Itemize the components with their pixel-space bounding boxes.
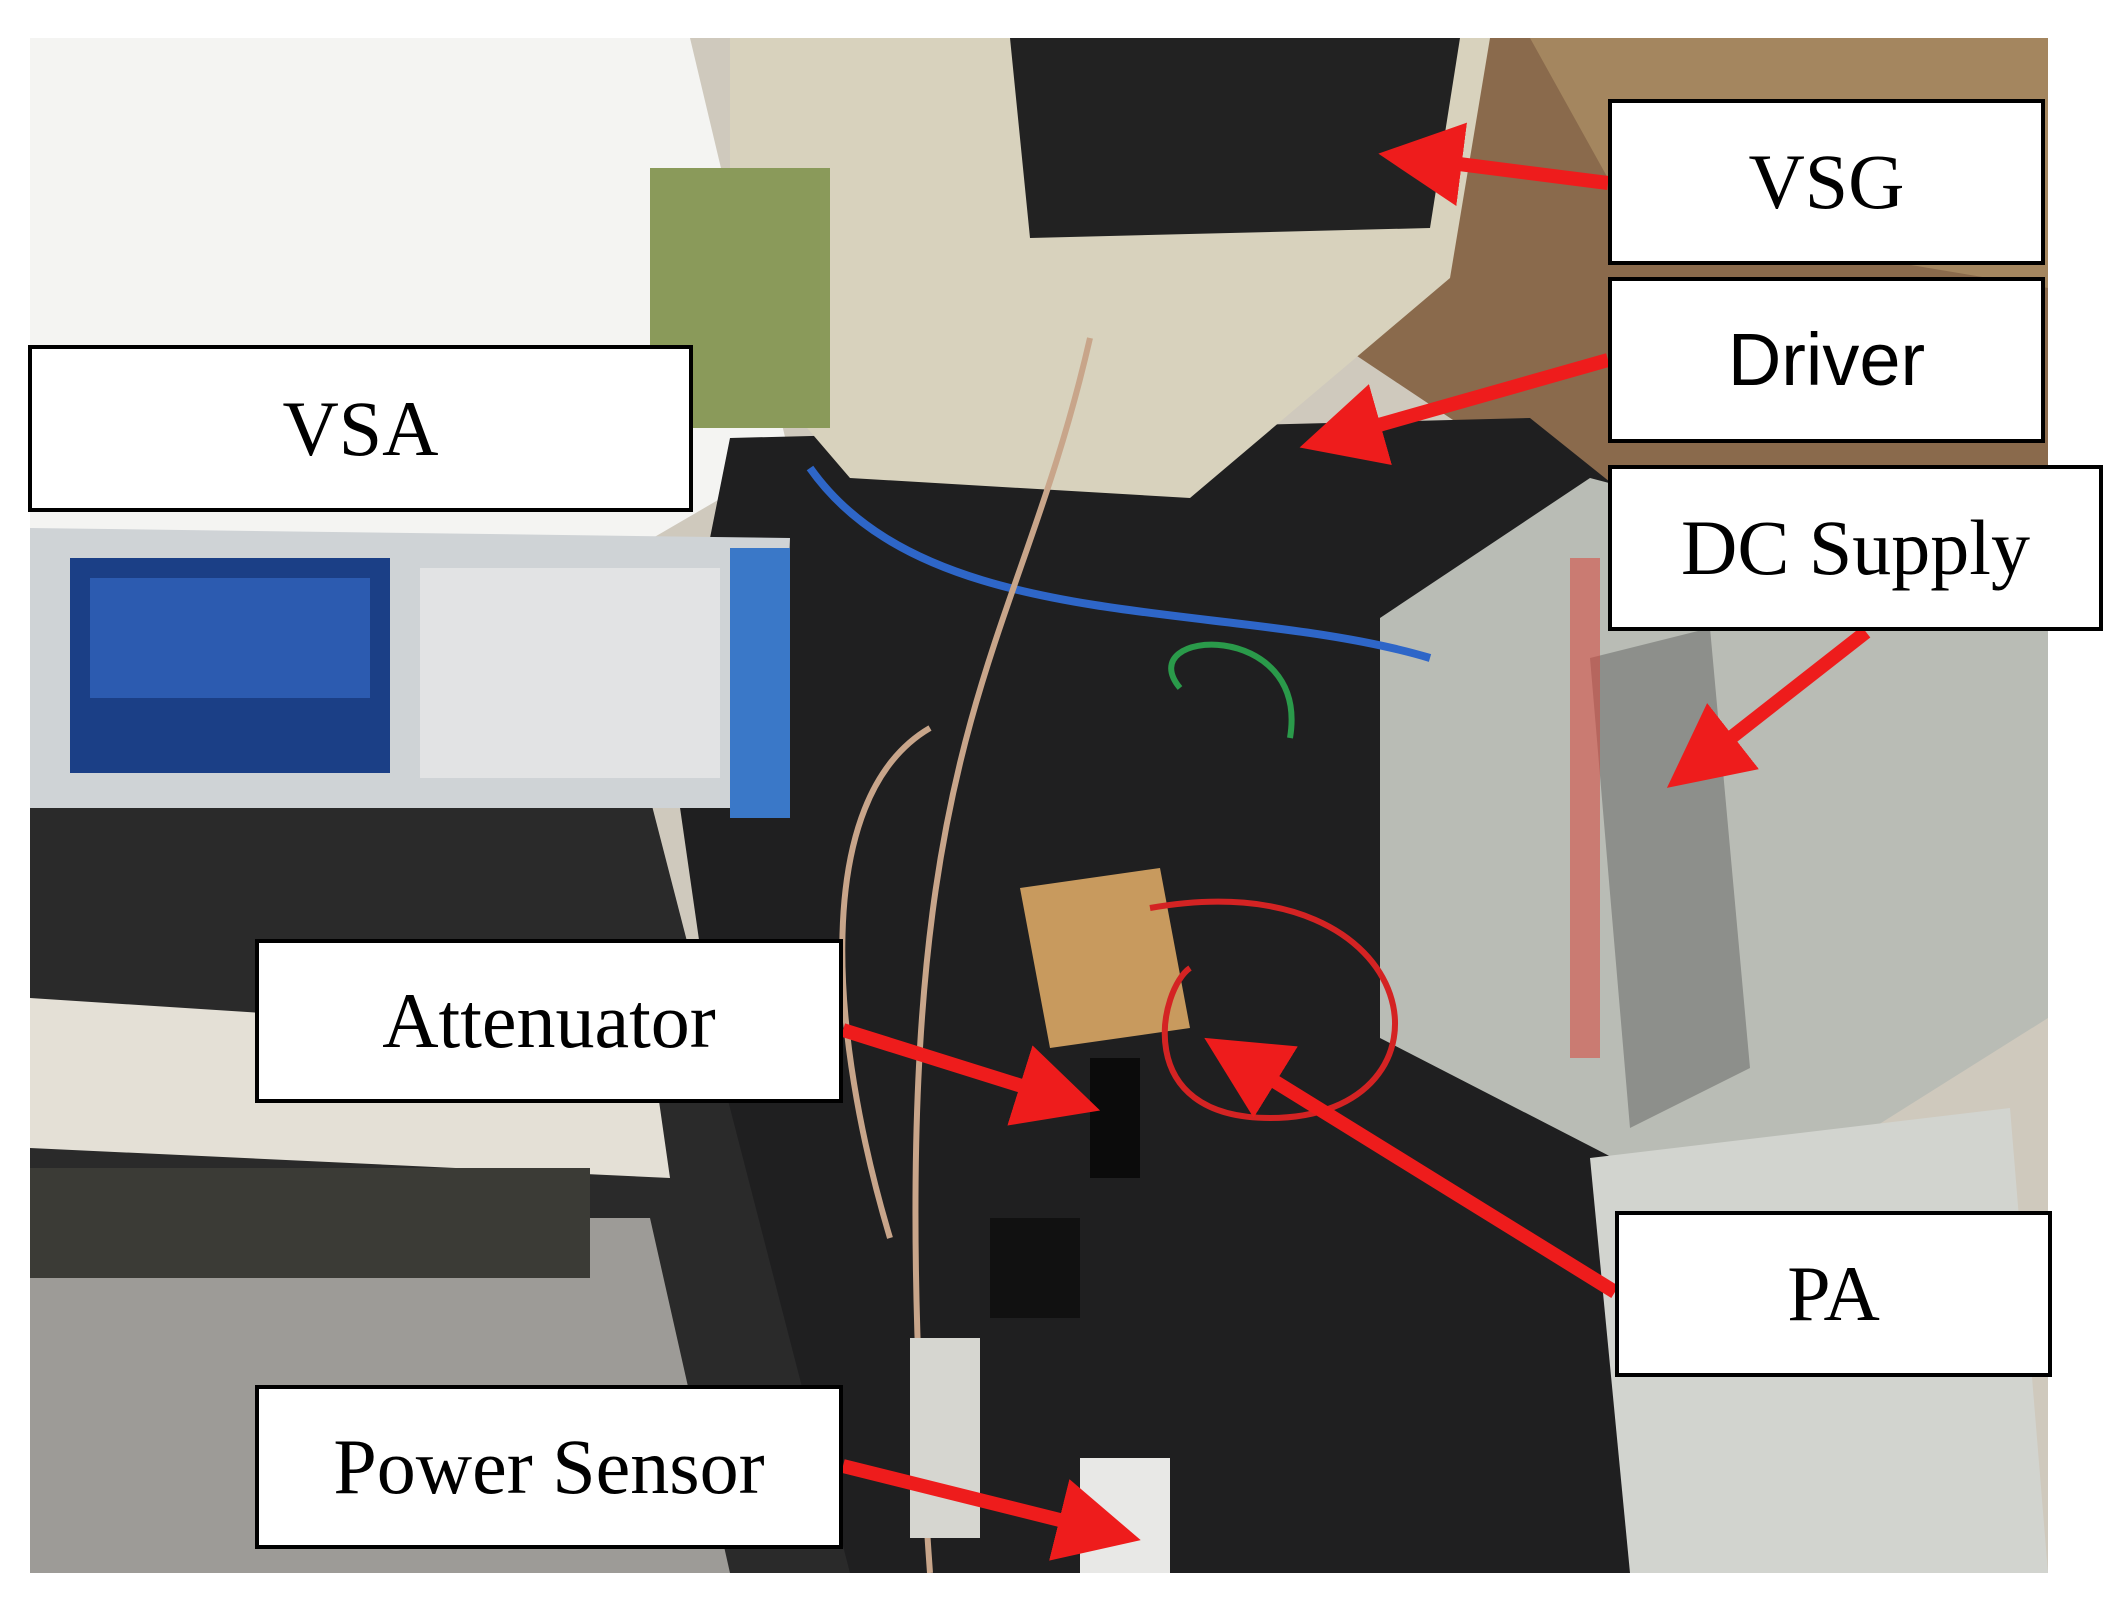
- label-power-sensor-text: Power Sensor: [333, 1423, 765, 1510]
- label-vsa: VSA: [28, 345, 693, 512]
- label-driver-text: Driver: [1727, 318, 1926, 401]
- label-driver: Driver: [1608, 277, 2045, 443]
- label-pa-text: PA: [1787, 1250, 1880, 1337]
- label-attenuator: Attenuator: [255, 939, 843, 1103]
- label-dc-supply-text: DC Supply: [1681, 504, 2030, 591]
- label-dc-supply: DC Supply: [1608, 465, 2103, 631]
- label-vsg-text: VSG: [1748, 138, 1905, 225]
- label-attenuator-text: Attenuator: [382, 977, 716, 1064]
- label-power-sensor: Power Sensor: [255, 1385, 843, 1549]
- label-pa: PA: [1615, 1211, 2052, 1377]
- label-vsg: VSG: [1608, 99, 2045, 265]
- label-vsa-text: VSA: [282, 384, 439, 472]
